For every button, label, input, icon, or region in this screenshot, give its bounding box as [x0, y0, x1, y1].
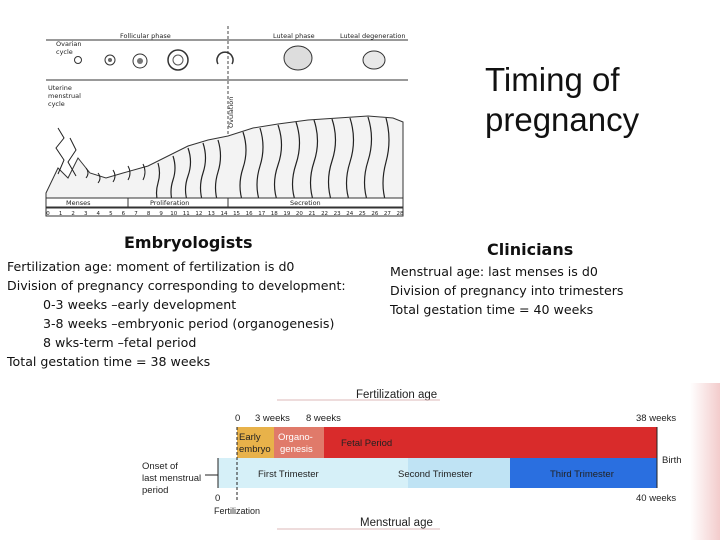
uterine-label-2: menstrual [48, 92, 81, 100]
day-tick-label: 26 [371, 211, 378, 217]
onset-label-1: Onset of [142, 461, 178, 472]
onset-label-3: period [142, 485, 168, 496]
day-tick-label: 12 [195, 211, 202, 217]
menstrual-age-label: Menstrual age [360, 517, 433, 529]
follicular-label: Follicular phase [120, 32, 171, 40]
bottom-tick-40-weeks: 40 weeks [636, 493, 676, 504]
day-tick-label: 23 [334, 211, 341, 217]
first-trimester-label: First Trimester [258, 469, 319, 480]
second-trimester-bar [408, 458, 510, 488]
day-tick-label: 8 [147, 211, 151, 217]
day-tick-label: 28 [397, 211, 404, 217]
clinicians-line: Total gestation time = 40 weeks [390, 302, 594, 317]
third-trimester-label: Third Trimester [550, 469, 614, 480]
embryologists-line: 3-8 weeks –embryonic period (organogenes… [43, 316, 335, 331]
day-tick-label: 4 [97, 211, 101, 217]
gestation-timeline: Fertilization age 0 3 weeks 8 weeks 38 w… [140, 383, 690, 540]
tick-3-weeks: 3 weeks [255, 413, 290, 424]
clinicians-text: Menstrual age: last menses is d0 Divisio… [390, 262, 623, 319]
fertilization-age-label: Fertilization age [356, 389, 437, 401]
day-tick-label: 0 [46, 211, 50, 217]
uterine-label-1: Uterine [48, 84, 72, 92]
day-tick-label: 9 [159, 211, 163, 217]
day-tick-label: 17 [258, 211, 265, 217]
onset-label-2: last menstrual [142, 473, 201, 484]
embryologists-line: Division of pregnancy corresponding to d… [7, 278, 346, 293]
clinicians-line: Menstrual age: last menses is d0 [390, 264, 598, 279]
day-tick-label: 1 [59, 211, 63, 217]
luteal-label: Luteal phase [273, 32, 315, 40]
organogenesis-label-2: genesis [280, 444, 313, 455]
day-tick-label: 13 [208, 211, 215, 217]
bottom-tick-0: 0 [215, 493, 220, 504]
embryologists-text: Fertilization age: moment of fertilizati… [7, 257, 346, 371]
day-tick-label: 10 [170, 211, 177, 217]
page-title: Timing of pregnancy [485, 61, 640, 138]
clinicians-line: Division of pregnancy into trimesters [390, 283, 624, 298]
decorative-gradient [690, 383, 720, 540]
day-tick-label: 2 [71, 211, 75, 217]
luteal-degeneration-label: Luteal degeneration [340, 32, 406, 40]
second-trimester-label: Second Trimester [398, 469, 472, 480]
tick-0: 0 [235, 413, 240, 424]
menses-label: Menses [66, 199, 91, 207]
ovarian-label-1: Ovarian [56, 40, 82, 48]
day-tick-label: 22 [321, 211, 328, 217]
day-tick-label: 15 [233, 211, 240, 217]
day-tick-label: 3 [84, 211, 88, 217]
clinicians-heading: Clinicians [487, 240, 574, 259]
first-trimester-bar [218, 458, 408, 488]
early-embryo-label-1: Early [239, 432, 261, 443]
early-embryo-bar [237, 427, 274, 458]
day-tick-label: 25 [359, 211, 366, 217]
day-tick-label: 19 [283, 211, 290, 217]
ovulation-label: Ovulation [227, 97, 235, 128]
tick-38-weeks: 38 weeks [636, 413, 676, 424]
embryologists-heading: Embryologists [124, 233, 253, 252]
day-tick-label: 6 [122, 211, 126, 217]
day-tick-label: 7 [134, 211, 138, 217]
day-tick-label: 16 [246, 211, 253, 217]
early-embryo-label-2: embryo [239, 444, 271, 455]
day-tick-label: 20 [296, 211, 303, 217]
tick-8-weeks: 8 weeks [306, 413, 341, 424]
proliferation-label: Proliferation [150, 199, 189, 207]
organogenesis-bar [274, 427, 324, 458]
organogenesis-label-1: Organo- [278, 432, 313, 443]
day-tick-label: 21 [309, 211, 316, 217]
day-tick-label: 27 [384, 211, 391, 217]
uterine-label-3: cycle [48, 100, 65, 108]
embryologists-line: 8 wks-term –fetal period [43, 335, 197, 350]
fetal-period-label: Fetal Period [341, 438, 392, 449]
embryologists-line: Total gestation time = 38 weeks [7, 354, 211, 369]
menstrual-cycle-figure: Ovarian cycle Follicular phase Luteal ph… [28, 18, 410, 218]
day-tick-label: 11 [183, 211, 190, 217]
secretion-label: Secretion [290, 199, 321, 207]
embryologists-line: Fertilization age: moment of fertilizati… [7, 259, 295, 274]
day-tick-label: 18 [271, 211, 278, 217]
day-tick-label: 5 [109, 211, 113, 217]
day-tick-label: 14 [221, 211, 228, 217]
ovarian-label-2: cycle [56, 48, 73, 56]
third-trimester-bar [510, 458, 657, 488]
fertilization-label: Fertilization [214, 506, 260, 516]
day-tick-label: 24 [346, 211, 353, 217]
embryologists-line: 0-3 weeks –early development [43, 297, 237, 312]
fetal-period-bar [324, 427, 657, 458]
birth-label: Birth [662, 455, 682, 466]
